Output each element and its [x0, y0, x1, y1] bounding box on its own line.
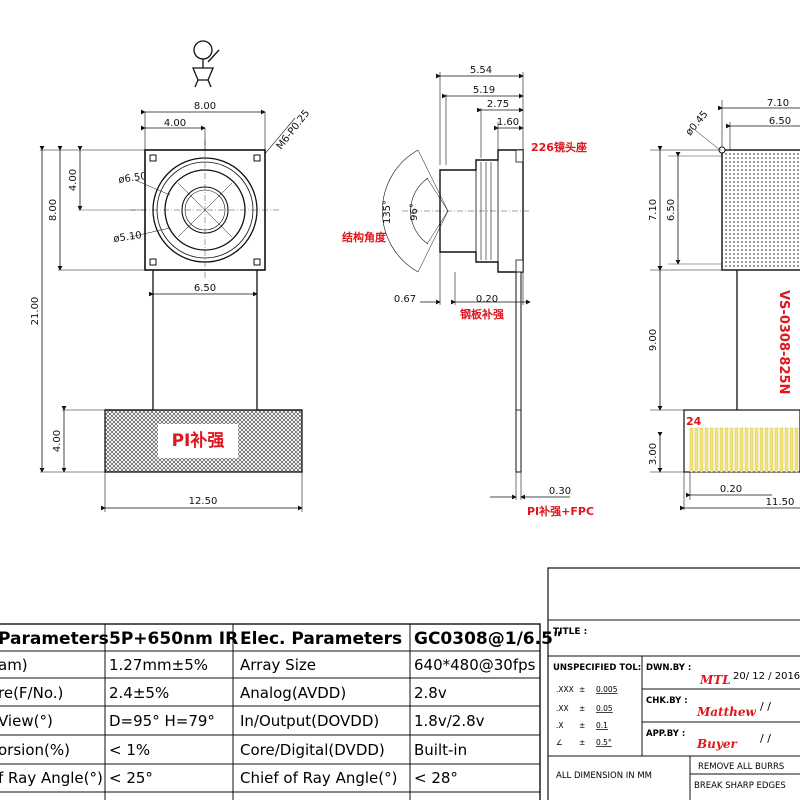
side-view: 5.54 5.19 2.75 1.60 135° 96° 结构角度 226镜头座 — [341, 65, 594, 518]
dim-half-height: 4.00 — [68, 169, 79, 191]
tolerance-cell: ± — [579, 721, 585, 730]
dim-side-1-60: 1.60 — [497, 117, 519, 128]
tolerance-cell: 0.005 — [596, 685, 618, 694]
spec-cell: Array Size — [240, 656, 316, 674]
spec-cell: In/Output(DOVDD) — [240, 712, 379, 730]
spec-cell: Core/Digital(DVDD) — [240, 741, 385, 759]
dim-side-total: 5.54 — [470, 65, 492, 76]
checked-date: / / — [760, 700, 771, 713]
title-block: TITLE : UNSPECIFIED TOL: .XXX ±0.005 .XX ±0… — [547, 567, 800, 800]
dim-mount-thread: M6-P0.25 — [275, 108, 313, 152]
checked-by-label: CHK.BY : — [646, 696, 688, 706]
spec-cell: < 28° — [414, 769, 458, 787]
dim-back-inner-width: 6.50 — [769, 116, 791, 127]
gold-finger-contacts — [689, 427, 799, 473]
spec-cell: Chief of Ray Angle(°) — [240, 769, 397, 787]
tolerance-cell: ± — [579, 685, 585, 694]
spec-header-cell: GC0308@1/6.5" — [414, 629, 562, 649]
spec-cell: Built-in — [414, 741, 467, 759]
drawn-date: 20/ 12 / 2016 — [733, 671, 800, 682]
pad-label: PI补强 — [172, 430, 225, 451]
tolerance-cell: ∠ — [556, 738, 563, 747]
tolerance-cell: .XXX — [556, 685, 574, 694]
dim-pad-width: 12.50 — [189, 496, 218, 507]
tolerance-cell: ± — [579, 704, 585, 713]
dim-lens-width: 6.50 — [194, 283, 216, 294]
approved-by-name: Buyer — [696, 737, 738, 751]
dim-half-width: 4.00 — [164, 118, 186, 129]
spec-cell: 1.27mm±5% — [109, 656, 208, 674]
dim-side-5-19: 5.19 — [473, 85, 495, 96]
part-number-label: VS-0308-825N — [776, 290, 791, 394]
spec-cell: f Ray Angle(°) — [0, 769, 103, 787]
dim-side-0-30: 0.30 — [549, 486, 571, 497]
note-break-edges: BREAK SHARP EDGES — [694, 781, 786, 791]
front-view: 8.00 4.00 M6-P0.25 ø6.50 ø5.10 8.00 — [30, 101, 312, 512]
tolerance-cell: 0.1 — [596, 721, 608, 730]
spec-header-cell: 5P+650nm IR — [109, 629, 238, 649]
spec-cell: 2.4±5% — [109, 684, 169, 702]
dim-total-length: 21.00 — [30, 297, 41, 326]
spec-header-cell: Elec. Parameters — [240, 629, 402, 649]
dim-outer-dia: ø6.50 — [118, 171, 148, 186]
title-label: TITLE : — [553, 627, 587, 637]
spec-cell: orsion(%) — [0, 741, 70, 759]
drawn-by-name: MTL — [699, 673, 731, 687]
dim-body-height: 8.00 — [48, 199, 59, 221]
approved-by-label: APP.BY : — [646, 729, 685, 739]
tolerance-cell: ± — [579, 738, 585, 747]
tolerance-cell: 0.5° — [596, 738, 612, 747]
tolerance-cell: .X — [556, 721, 564, 730]
spec-cell: re(F/No.) — [0, 684, 63, 702]
spec-cell: View(°) — [0, 712, 53, 730]
person-icon — [192, 40, 220, 88]
pin-count-label: 24 — [686, 415, 702, 428]
approved-date: / / — [760, 732, 771, 745]
sensor-back-area — [721, 149, 800, 271]
spec-cell: 1.8v/2.8v — [414, 712, 485, 730]
drawn-by-label: DWN.BY : — [646, 663, 691, 673]
tolerance-header: UNSPECIFIED TOL: — [553, 663, 641, 673]
dim-back-inner-height: 6.50 — [666, 199, 677, 221]
dim-angle-96: 96° — [409, 203, 420, 221]
dim-back-width: 7.10 — [767, 98, 789, 109]
tolerance-cell: 0.05 — [596, 704, 613, 713]
dim-back-11-50: 11.50 — [766, 497, 795, 508]
dim-side-2-75: 2.75 — [487, 99, 509, 110]
dim-angle-135: 135° — [382, 200, 393, 224]
tolerance-cell: .XX — [556, 704, 569, 713]
dim-side-0-67: 0.67 — [394, 294, 416, 305]
spec-cell: < 25° — [109, 769, 153, 787]
checked-by-name: Matthew — [696, 705, 757, 719]
dim-back-tail: 9.00 — [648, 329, 659, 351]
note-remove-burrs: REMOVE ALL BURRS — [698, 762, 784, 772]
steel-plate-label: 钢板补强 — [460, 307, 504, 321]
dim-back-hole: ø0.45 — [684, 109, 711, 138]
dim-pad-height: 4.00 — [52, 430, 63, 452]
spec-cell: Analog(AVDD) — [240, 684, 346, 702]
fpc-label: PI补强+FPC — [527, 504, 594, 518]
units-note: ALL DIMENSION IN MM — [556, 771, 652, 781]
dim-back-height: 7.10 — [648, 199, 659, 221]
dim-inner-dia: ø5.10 — [113, 230, 143, 245]
structure-angle-label: 结构角度 — [341, 230, 387, 244]
spec-cell: am) — [0, 656, 28, 674]
lens-holder-label: 226镜头座 — [531, 140, 587, 154]
dim-back-finger-height: 3.00 — [648, 443, 659, 465]
dim-side-0-20: 0.20 — [476, 294, 498, 305]
back-view: 7.10 6.50 ø0.45 7.10 6.50 9.00 VS-0308-8… — [648, 98, 800, 511]
spec-cell: D=95° H=79° — [109, 712, 215, 730]
spec-cell: < 1% — [109, 741, 150, 759]
tolerance-table: .XXX ±0.005 .XX ±0.05 .X ±0.1 ∠ ±0.5° — [556, 685, 618, 747]
dim-top-width: 8.00 — [194, 101, 216, 112]
spec-cell: 2.8v — [414, 684, 447, 702]
spec-header-cell: Parameters — [0, 629, 109, 649]
dim-back-0-20: 0.20 — [720, 484, 742, 495]
spec-cell: 640*480@30fps — [414, 656, 536, 674]
